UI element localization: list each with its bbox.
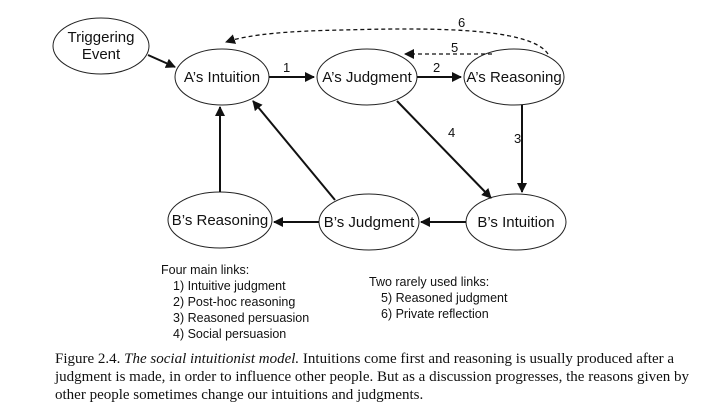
legend-rare-item: 5) Reasoned judgment: [381, 291, 508, 305]
legend-rare-title: Two rarely used links:: [369, 275, 490, 289]
node-b-reasoning-label: B’s Reasoning: [172, 212, 268, 229]
edge-label-1: 1: [283, 60, 290, 75]
node-a-judgment: A’s Judgment: [316, 48, 418, 106]
legend-rare-item: 6) Private reflection: [381, 307, 489, 321]
node-b-judgment-label: B’s Judgment: [324, 214, 415, 231]
legend-main-item: 2) Post-hoc reasoning: [173, 295, 296, 309]
node-triggering-event-line2: Event: [82, 46, 121, 63]
node-a-reasoning-label: A’s Reasoning: [466, 69, 561, 86]
edge-label-6: 6: [458, 15, 465, 30]
edge-b-judgment-to-a-intuition: [252, 100, 336, 201]
node-b-reasoning: B’s Reasoning: [167, 191, 273, 249]
figure-caption: Figure 2.4. The social intuitionist mode…: [55, 350, 715, 404]
node-b-intuition-label: B’s Intuition: [477, 214, 554, 231]
legend-rare-links: Two rarely used links: 5) Reasoned judgm…: [369, 274, 507, 322]
legend-main-item: 3) Reasoned persuasion: [173, 311, 310, 325]
edge-label-2: 2: [433, 60, 440, 75]
edge-label-5: 5: [451, 40, 458, 55]
node-a-intuition-label: A’s Intuition: [184, 69, 260, 86]
edge-6-private-reflection: [225, 28, 549, 55]
node-a-reasoning: A’s Reasoning: [463, 48, 565, 106]
node-a-intuition: A’s Intuition: [174, 48, 270, 106]
caption-prefix: Figure 2.4.: [55, 351, 125, 367]
social-intuitionist-diagram: Triggering Event A’s Intuition A’s Judgm…: [52, 15, 567, 251]
caption-title: The social intuitionist model.: [124, 351, 300, 367]
edge-trigger-to-a-intuition: [147, 54, 176, 68]
edge-label-4: 4: [448, 125, 455, 140]
caption-body: Intuitions come first and reasoning is u…: [55, 351, 690, 403]
legend-main-item: 4) Social persuasion: [173, 327, 287, 341]
node-triggering-event-line1: Triggering: [68, 29, 135, 46]
legend-main-item: 1) Intuitive judgment: [173, 279, 286, 293]
node-a-judgment-label: A’s Judgment: [322, 69, 412, 86]
edge-label-3: 3: [514, 131, 521, 146]
node-b-judgment: B’s Judgment: [318, 193, 420, 251]
legend-main-links: Four main links: 1) Intuitive judgment 2…: [161, 262, 309, 342]
legend-main-title: Four main links:: [161, 263, 250, 277]
edge-4-social-persuasion: [396, 100, 492, 199]
node-b-intuition: B’s Intuition: [465, 193, 567, 251]
node-triggering-event: Triggering Event: [52, 17, 150, 75]
